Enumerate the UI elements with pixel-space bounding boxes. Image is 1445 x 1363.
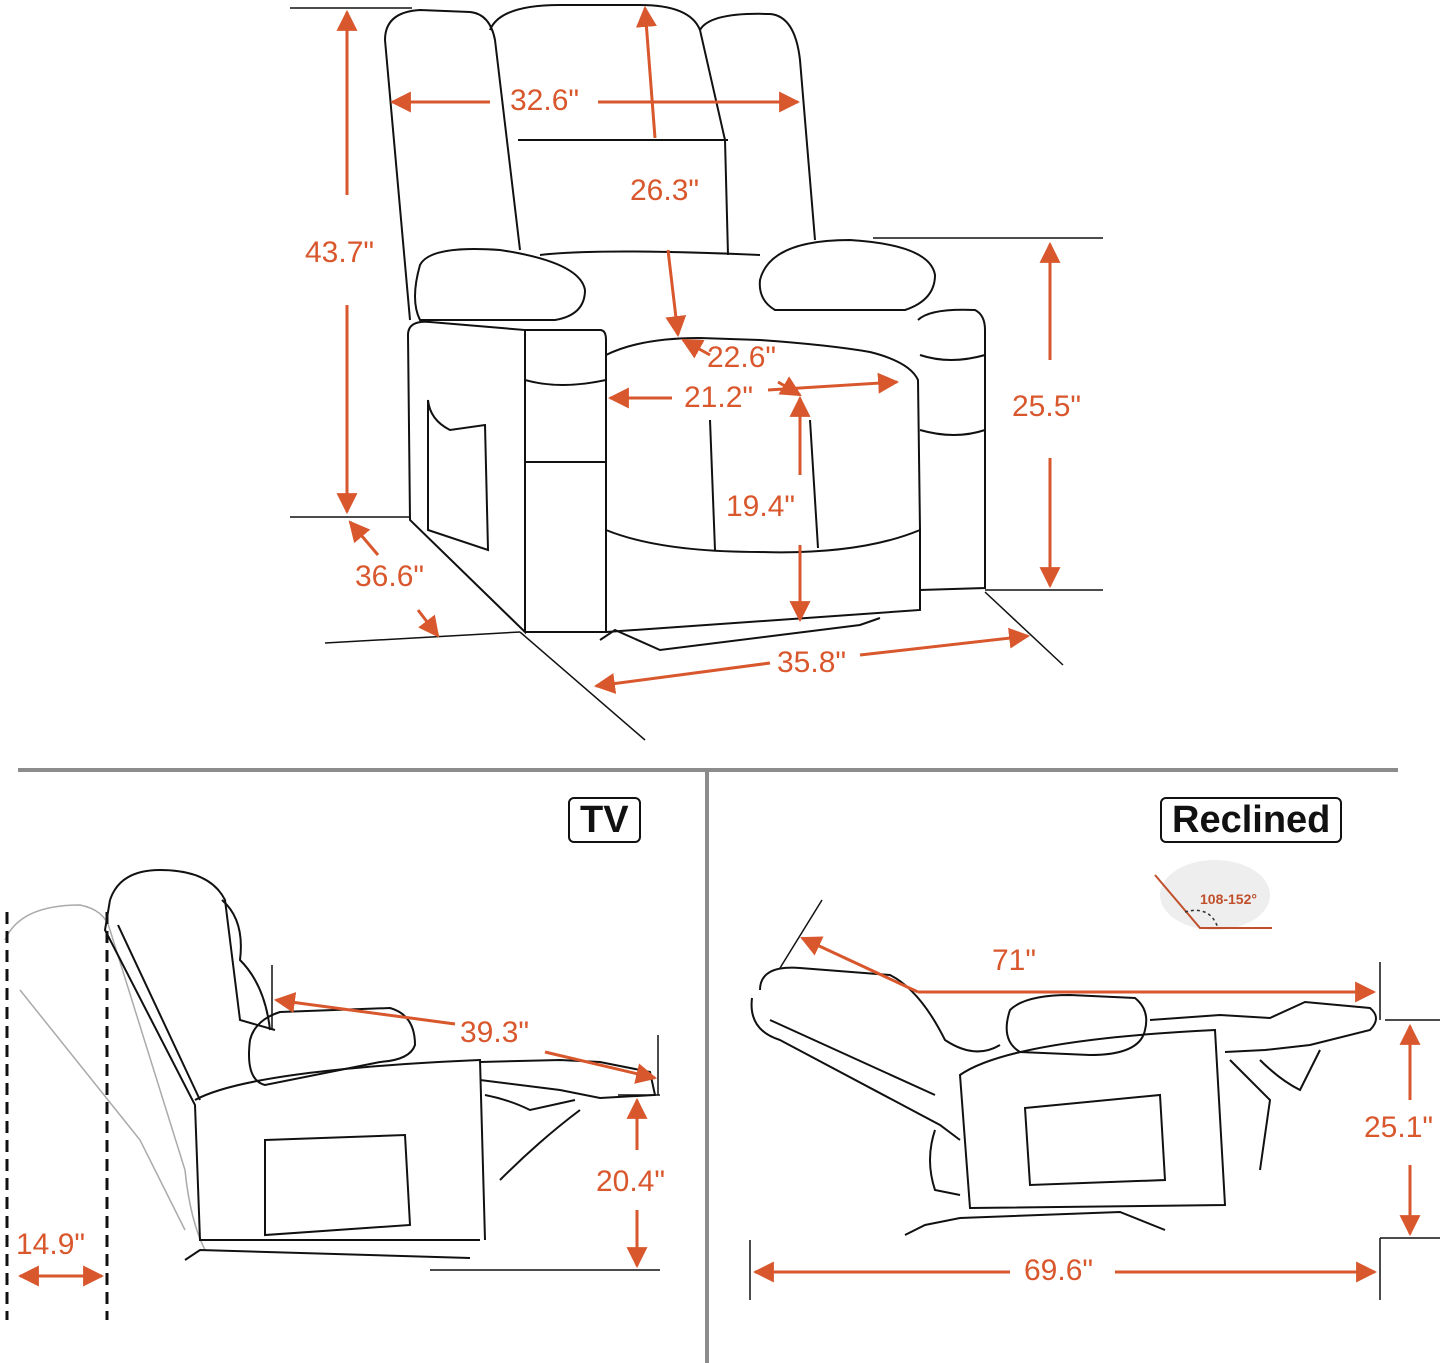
- front-chair-drawing: [383, 4, 986, 652]
- reclined-view-label: Reclined: [1160, 797, 1343, 843]
- tv-ghost-chair: [4, 904, 206, 1251]
- tv-dashed-guides: [5, 912, 109, 1320]
- tv-length-label: 39.3": [458, 1016, 532, 1049]
- width-label: 35.8": [775, 646, 849, 679]
- tv-dimension-lines: [17, 965, 660, 1287]
- seat-depth-label: 22.6": [707, 341, 777, 374]
- back-width-label: 32.6": [508, 84, 582, 117]
- tv-footrest-height-label: 20.4": [594, 1165, 668, 1198]
- reclined-dimension-lines: [749, 899, 1440, 1300]
- front-dimension-lines: [290, 5, 1103, 741]
- reclined-floor-length-label: 69.6": [1022, 1254, 1096, 1287]
- depth-label: 36.6": [353, 560, 427, 593]
- seat-width-label: 21.2": [684, 381, 754, 414]
- reclined-angle-icon: [1154, 860, 1272, 930]
- total-height-label: 43.7": [303, 236, 377, 269]
- tv-view-label: TV: [568, 797, 641, 843]
- reclined-height-label: 25.1": [1362, 1111, 1436, 1144]
- section-dividers: [18, 768, 1398, 1363]
- seat-height-label: 19.4": [726, 490, 796, 523]
- tv-wall-clearance-label: 14.9": [14, 1228, 88, 1261]
- back-height-label: 26.3": [630, 174, 700, 207]
- arm-height-label: 25.5": [1010, 390, 1084, 423]
- tv-chair-drawing: [103, 868, 657, 1261]
- reclined-length-label: 71": [990, 944, 1039, 977]
- reclined-chair-drawing: [750, 966, 1377, 1236]
- recline-angle-label: 108-152°: [1200, 891, 1257, 907]
